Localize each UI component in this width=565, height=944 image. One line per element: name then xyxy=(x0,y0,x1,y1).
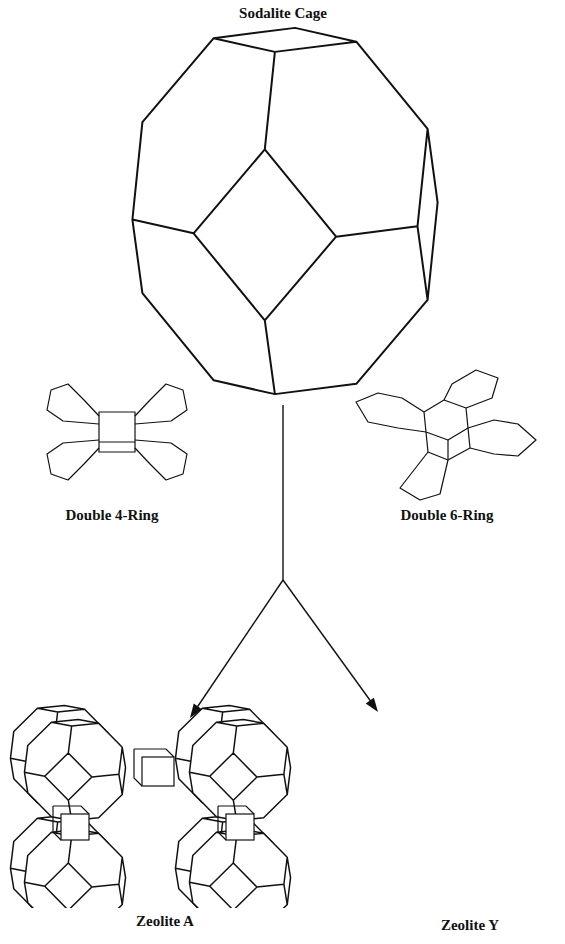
figure-label: Double 4-Ring xyxy=(66,506,159,524)
figure-label: Zeolite Y xyxy=(441,916,499,934)
arrow-line xyxy=(283,580,372,703)
ring-wing xyxy=(47,440,99,480)
double-4-ring-link xyxy=(53,749,254,840)
ring-wing xyxy=(468,420,536,456)
ring-face xyxy=(424,400,468,440)
arrow-line xyxy=(196,580,283,709)
figure-label: Zeolite A xyxy=(136,912,194,930)
cage-edges xyxy=(132,28,437,394)
split-arrows xyxy=(196,405,372,709)
sodalite-cage xyxy=(189,719,290,820)
arrow-head xyxy=(366,698,378,712)
double-4-ring xyxy=(47,384,187,480)
sodalite-cage xyxy=(24,719,125,820)
ring-wing xyxy=(135,440,187,480)
stem-line xyxy=(282,405,283,580)
ring-wing xyxy=(400,452,448,500)
ring-face xyxy=(99,442,135,452)
ring-face xyxy=(99,412,135,442)
figure-label: Sodalite Cage xyxy=(239,4,327,22)
sodalite-cage xyxy=(189,829,290,908)
figure-label: Double 6-Ring xyxy=(401,506,494,524)
sodalite-cage xyxy=(24,829,125,908)
ring-edge xyxy=(447,440,448,460)
zeolite-a-framework xyxy=(10,705,290,908)
double-6-ring xyxy=(356,370,536,500)
ring-wing xyxy=(47,384,99,424)
ring-wing xyxy=(444,370,498,408)
ring-face xyxy=(426,428,470,460)
ring-wing xyxy=(135,384,187,424)
ring-wing xyxy=(356,393,426,432)
sodalite-cage xyxy=(132,28,437,394)
